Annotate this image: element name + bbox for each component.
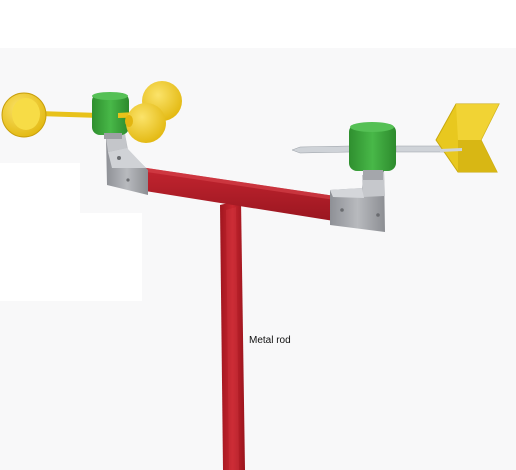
right-bracket [330, 170, 385, 232]
left-bracket [106, 134, 148, 195]
crossbar [139, 167, 335, 221]
metal-rod [220, 200, 245, 470]
anemometer [1, 81, 182, 143]
background-patch [0, 213, 142, 301]
background-patch [0, 163, 80, 213]
metal-rod-label: Metal rod [249, 335, 291, 346]
wind-vane [291, 103, 500, 180]
